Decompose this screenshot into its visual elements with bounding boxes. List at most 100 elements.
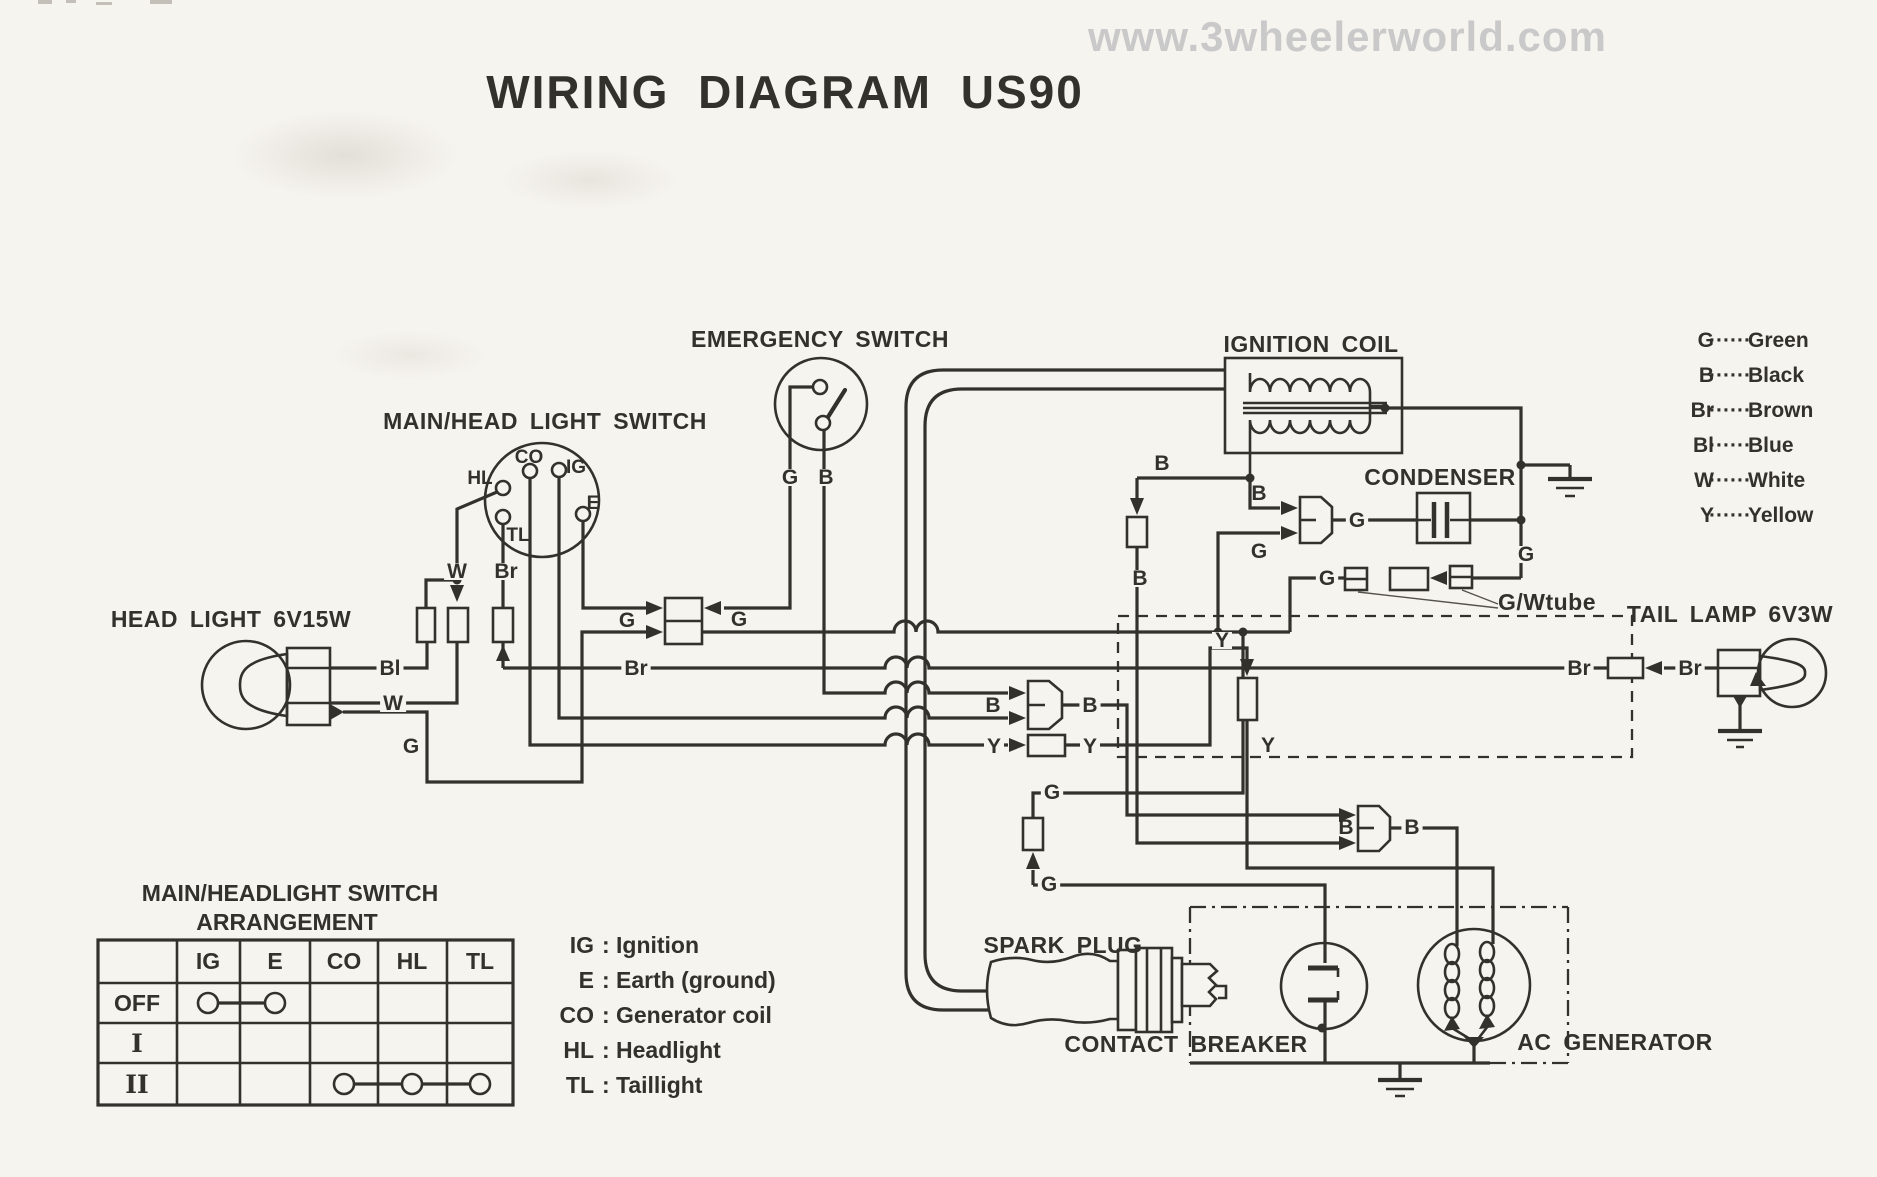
legend-code: Bl (1693, 434, 1714, 457)
label-contact-breaker: CONTACT BREAKER (1064, 1031, 1307, 1057)
wire-green-run (702, 619, 1290, 634)
engine-ground (1378, 1063, 1422, 1098)
wire-label-br-switch: Br (494, 560, 517, 583)
legend-dots: ······ (1709, 364, 1751, 387)
wire-label-w-headlight: W (383, 692, 403, 715)
connector-yellow-vertical (1236, 676, 1259, 722)
colon: : (602, 1072, 610, 1098)
legend-code: Y (1700, 504, 1714, 527)
wire-green-e (581, 521, 646, 610)
wire-yellow-co (528, 478, 1008, 747)
connector-black-coil (1125, 515, 1149, 549)
table-connection-off (196, 991, 287, 1015)
headlight (200, 639, 344, 731)
legend-name: Black (1748, 364, 1804, 387)
wire-white (330, 490, 498, 705)
wire-label-g-condenser-out: G (1349, 509, 1365, 532)
legend-dots: ······ (1709, 329, 1751, 352)
legend-code: W (1694, 469, 1714, 492)
colon: : (602, 932, 610, 958)
abbrev: HL (563, 1037, 594, 1063)
tail-lamp (1716, 637, 1828, 749)
label-ignition-coil: IGNITION COIL (1223, 331, 1398, 357)
legend-name: Brown (1748, 399, 1813, 422)
abbreviation-legend: IG : Ignition E : Earth (ground) CO : Ge… (560, 932, 776, 1098)
engine-dashdot-boundary (1188, 905, 1570, 1065)
wire-label-b-condenser-funnel: B (1251, 482, 1266, 505)
wire-black-generator (1390, 826, 1459, 946)
ac-generator (1416, 927, 1532, 1063)
table-col-tl: TL (466, 948, 494, 974)
table-row-off: OFF (114, 990, 160, 1016)
spark-plug (985, 946, 1228, 1034)
colon: : (602, 1002, 610, 1028)
legend-code: G (1698, 329, 1714, 352)
wire-label-g-emergency: G (782, 466, 798, 489)
legend-name: Yellow (1748, 504, 1814, 527)
legend-name: Green (1748, 329, 1809, 352)
wire-label-br-tail-left: Br (1567, 657, 1590, 680)
terminal-ig: IG (566, 457, 586, 478)
abbrev: E (579, 967, 594, 993)
wire-green-headlight (343, 630, 646, 784)
emergency-switch (773, 356, 869, 452)
wire-letter-labels: W Br Bl W G G G Br G B B B Y Y B B B G G… (376, 452, 1705, 896)
legend-dots: ······ (1709, 469, 1751, 492)
connector-green-vertical (1021, 816, 1045, 852)
legend-dots: ······ (1709, 434, 1751, 457)
wire-black-emergency (822, 430, 1008, 695)
scan-artifacts (38, 0, 172, 5)
colon: : (602, 1037, 610, 1063)
terminal-co: CO (515, 447, 544, 468)
legend-name: Blue (1748, 434, 1794, 457)
wire-label-b-coil: B (1154, 452, 1169, 475)
headlight-ground-terminal (330, 704, 344, 720)
wire-label-b-emergency: B (818, 466, 833, 489)
abbrev: TL (566, 1072, 594, 1098)
wire-label-g-box-in: G (619, 609, 635, 632)
connector-green-2pin (663, 596, 704, 646)
legend-dots: ······ (1709, 504, 1751, 527)
wire-ground-bus (1385, 406, 1570, 578)
switch-arrangement-table: MAIN/HEADLIGHT SWITCH ARRANGEMENT IG E C… (96, 880, 515, 1107)
label-condenser: CONDENSER (1364, 464, 1515, 490)
table-col-ig: IG (196, 948, 220, 974)
main-headlight-switch (483, 441, 601, 559)
table-title-1: MAIN/HEADLIGHT SWITCH (142, 880, 438, 906)
wire-green-emergency (724, 385, 813, 610)
table-row-2: II (125, 1070, 148, 1099)
label-g-w-tube: G/Wtube (1498, 589, 1596, 615)
table-col-co: CO (327, 948, 362, 974)
wire-label-y-top: Y (1215, 629, 1229, 652)
wire-label-y-bottom: Y (1261, 734, 1275, 757)
connector-bl (415, 606, 437, 644)
label-spark-plug: SPARK PLUG (983, 932, 1142, 958)
connector-tail-brown (1606, 656, 1645, 680)
connector-g-w-tube (1343, 564, 1499, 609)
wire-label-g-bus: G (1518, 543, 1534, 566)
ignition-coil (1223, 356, 1404, 478)
wire-black-ig (557, 477, 1008, 720)
wire-label-g-chain: G (1319, 567, 1335, 590)
connector-br (491, 606, 515, 644)
wire-label-b-funnel2-in: B (1338, 816, 1353, 839)
wire-label-y-in: Y (987, 735, 1001, 758)
terminal-tl: TL (506, 525, 530, 546)
connector-condenser-funnel (1298, 495, 1334, 545)
wire-label-br-tail-right: Br (1678, 657, 1701, 680)
condenser (1415, 491, 1472, 545)
table-row-1: I (131, 1029, 143, 1058)
wire-label-br-run: Br (624, 657, 647, 680)
watermark: www.3wheelerworld.com (1087, 13, 1607, 60)
wire-label-b-chain: B (1132, 567, 1147, 590)
connector-yellow (1026, 733, 1067, 758)
tail-lamp-ground (1718, 696, 1762, 749)
wire-label-y-out: Y (1083, 735, 1097, 758)
contact-breaker (1279, 941, 1369, 1031)
label-headlight: HEAD LIGHT 6V15W (111, 606, 351, 632)
legend-code: Br (1691, 399, 1714, 422)
wire-label-g-connector-top: G (1044, 781, 1060, 804)
wire-color-legend: G ······ Green B ······ Black Br ······ … (1691, 329, 1814, 527)
connector-black-funnel-1 (1026, 679, 1064, 731)
wire-label-b-funnel1-out: B (1082, 694, 1097, 717)
